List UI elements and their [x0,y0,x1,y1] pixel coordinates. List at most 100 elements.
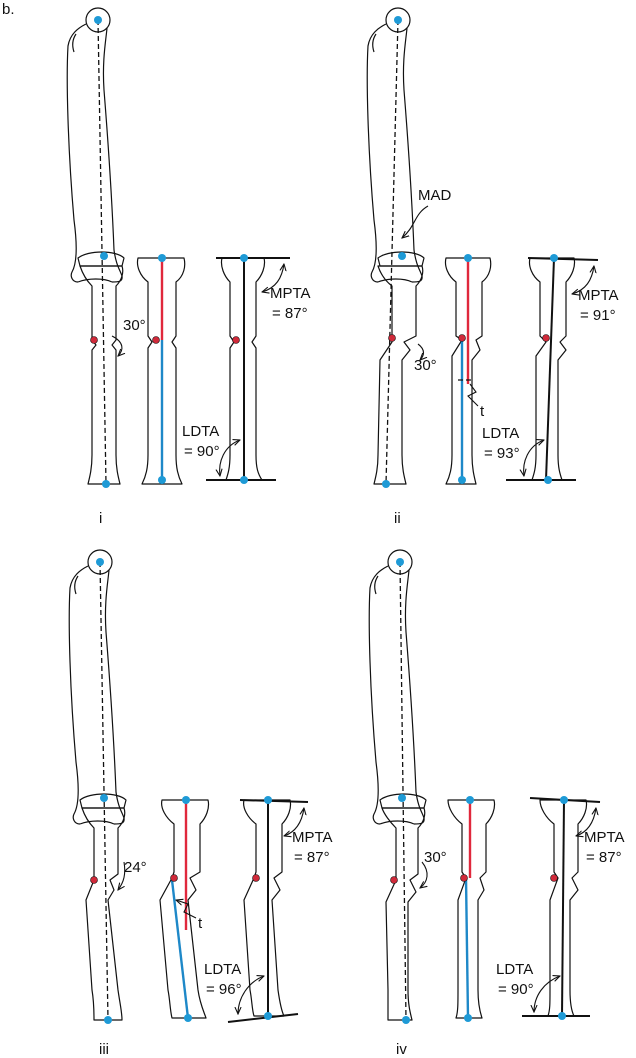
osteotomy-point [550,874,558,882]
ldta-arrow [220,440,240,476]
panel-label: iii [99,1041,109,1058]
knee-joint [377,251,425,267]
mechanical-axis-line [99,561,109,1021]
plateau-center [240,254,248,262]
ldta-name: LDTA [204,961,241,978]
osteotomy-point [90,336,98,344]
figure-label: b. [2,1,15,18]
angle-arrow [420,861,428,888]
ankle-center [382,480,390,488]
plateau-center [182,796,190,804]
tibia-middle-outline [136,257,186,485]
plafond-center [158,476,166,484]
osteotomy-point [252,874,260,882]
translation-label: t [480,403,485,420]
knee-center [100,252,108,260]
angle-arrow [118,861,126,890]
plafond-center [264,1012,272,1020]
ldta-value: = 90° [184,443,220,460]
knee-center [100,794,108,802]
plafond-center [558,1012,566,1020]
plateau-center [264,796,272,804]
plateau-center [560,796,568,804]
angle-arrow [417,343,424,360]
translation-label: t [198,915,203,932]
osteotomy-angle: 30° [424,849,447,866]
mpta-value: = 91° [580,307,616,324]
tibial-axis [561,799,565,1017]
tibia-outline [79,265,124,485]
ankle-center [102,480,110,488]
femur-outline [68,549,125,825]
osteotomy-angle: 24° [124,859,147,876]
tibia-middle-outline [159,799,210,1019]
distal-axis-blue [170,879,190,1019]
plateau-center [158,254,166,262]
ldta-value: = 96° [206,981,242,998]
femoral-head-center [396,558,404,566]
osteotomy-point [390,876,398,884]
ldta-arrow [534,976,560,1012]
ldta-name: LDTA [482,425,519,442]
mpta-arrow [572,266,594,294]
femoral-head-center [394,16,402,24]
osteotomy-point [460,874,468,882]
mad-arrow [402,205,429,238]
mechanical-axis-line [385,19,399,485]
osteotomy-point [152,336,160,344]
translation-leader [467,383,479,407]
ldta-value: = 93° [484,445,520,462]
ankle-center [104,1016,112,1024]
mpta-value: = 87° [294,849,330,866]
osteotomy-point [232,336,240,344]
panel-iii: 24° t MPTA = 87° LDTA = 96° iii [68,549,333,1058]
mad-label: MAD [418,187,452,204]
knee-center [398,252,406,260]
knee-joint [79,793,127,809]
mpta-arrow [284,808,304,836]
ankle-center [402,1016,410,1024]
knee-joint [379,793,427,809]
proximal-joint-line [239,799,309,803]
ldta-name: LDTA [182,423,219,440]
mpta-name: MPTA [270,285,311,302]
distal-axis-blue [464,877,470,1019]
tibia-outline [381,807,426,1021]
panel-i: 30° MPTA = 87° LDTA = 90° i [66,7,311,527]
osteotomy-point [90,876,98,884]
tibia-middle-outline [447,799,496,1019]
distal-joint-line [227,1013,299,1023]
knee-joint [77,251,125,267]
osteotomy-angle: 30° [123,317,146,334]
mpta-arrow [262,264,284,292]
tibial-axis [545,257,555,481]
panel-label: i [99,510,102,527]
tibia-outline [373,265,424,485]
angle-arrow [111,335,122,356]
mpta-name: MPTA [292,829,333,846]
femur-outline [368,549,425,825]
plateau-center [464,254,472,262]
panel-ii: MAD 30° t MPTA = 91° LDTA = 93° ii [366,7,619,527]
ldta-name: LDTA [496,961,533,978]
ldta-arrow [238,976,264,1014]
plafond-center [184,1014,192,1022]
osteotomy-angle: 30° [414,357,437,374]
panel-iv: 30° MPTA = 87° LDTA = 90° iv [368,549,625,1058]
ldta-value: = 90° [498,981,534,998]
panel-label: iv [396,1041,407,1058]
tibia-outline [81,807,126,1021]
plateau-center [550,254,558,262]
mechanical-axis-line [97,19,107,485]
panel-label: ii [394,510,401,527]
femur-outline [366,7,423,283]
knee-center [398,794,406,802]
mpta-name: MPTA [578,287,619,304]
plateau-center [466,796,474,804]
plafond-center [464,1014,472,1022]
femur-outline [66,7,123,283]
osteotomy-point [170,874,178,882]
plafond-center [458,476,466,484]
mechanical-axis-line [399,561,407,1021]
